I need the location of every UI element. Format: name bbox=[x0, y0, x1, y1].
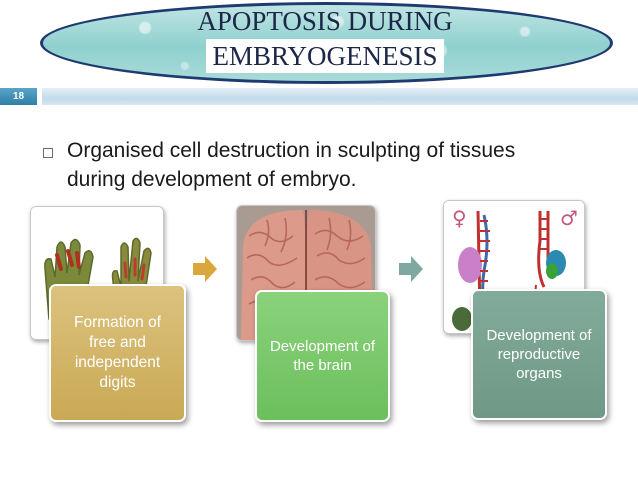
bullet-marker bbox=[43, 148, 53, 158]
title-line-2: EMBRYOGENESIS bbox=[206, 39, 444, 73]
caption-reproductive: Development of reproductive organs bbox=[471, 289, 607, 420]
bullet-text: Organised cell destruction in sculpting … bbox=[67, 139, 516, 191]
caption-reproductive-text: Development of reproductive organs bbox=[486, 327, 592, 382]
female-symbol: ♀ bbox=[452, 206, 467, 230]
male-symbol: ♂ bbox=[560, 206, 578, 230]
slide-number: 18 bbox=[0, 88, 37, 105]
slide-title: APOPTOSIS DURING EMBRYOGENESIS bbox=[150, 4, 500, 73]
arrow-right-icon bbox=[193, 256, 217, 282]
caption-digits-text: Formation of free and independent digits bbox=[73, 314, 161, 391]
header-strip bbox=[42, 88, 638, 105]
caption-brain-text: Development of the brain bbox=[269, 338, 376, 374]
title-line-1: APOPTOSIS DURING bbox=[197, 6, 453, 36]
caption-brain: Development of the brain bbox=[255, 290, 390, 422]
caption-digits: Formation of free and independent digits bbox=[49, 284, 186, 422]
arrow-right-icon bbox=[399, 256, 423, 282]
